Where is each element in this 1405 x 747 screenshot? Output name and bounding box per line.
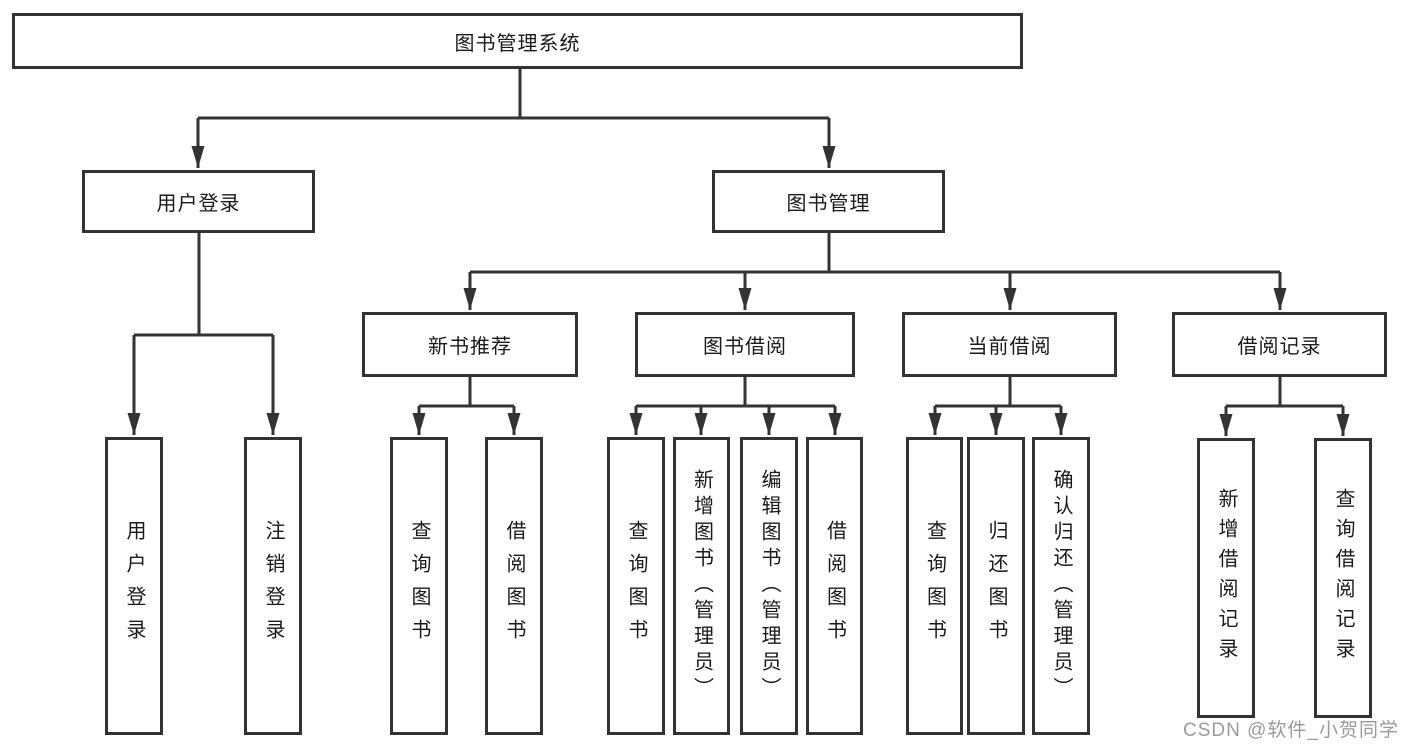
leaf-query-books-current: 查询图书 [906, 437, 963, 735]
leaf-add-book-admin: 新增图书（管理员） [673, 437, 730, 735]
connector-root [191, 69, 836, 168]
node-borrow-records: 借阅记录 [1172, 312, 1387, 377]
leaf-add-book-admin-label: 新增图书（管理员） [690, 469, 713, 703]
node-new-book-recommend-label: 新书推荐 [428, 336, 512, 358]
node-current-borrow-label: 当前借阅 [967, 336, 1052, 358]
node-new-book-recommend: 新书推荐 [362, 312, 578, 377]
connector-new-book-recommend [412, 377, 521, 435]
connector-book-management [463, 233, 1287, 310]
leaf-borrow-books-recommend: 借阅图书 [485, 437, 543, 735]
leaf-borrow-books-recommend-label: 借阅图书 [503, 520, 525, 652]
node-root-label: 图书管理系统 [454, 32, 581, 55]
leaf-confirm-return-admin-label: 确认归还（管理员） [1050, 469, 1072, 703]
node-user-login: 用户登录 [82, 170, 315, 233]
node-borrow-records-label: 借阅记录 [1237, 336, 1322, 358]
leaf-edit-book-admin: 编辑图书（管理员） [740, 437, 798, 735]
watermark: CSDN @软件_小贺同学 [1183, 720, 1399, 741]
connector-current-borrow [928, 377, 1068, 435]
leaf-add-borrow-record: 新增借阅记录 [1197, 438, 1255, 718]
leaf-confirm-return-admin: 确认归还（管理员） [1032, 437, 1090, 735]
leaf-query-books-current-label: 查询图书 [923, 520, 946, 652]
leaf-return-book: 归还图书 [967, 437, 1025, 735]
connector-user-login [127, 233, 280, 435]
leaf-borrow-books: 借阅图书 [806, 437, 863, 735]
leaf-query-borrow-record-label: 查询借阅记录 [1332, 488, 1354, 668]
node-book-management-label: 图书管理 [786, 193, 871, 215]
node-book-management: 图书管理 [712, 170, 945, 233]
leaf-user-login: 用户登录 [105, 437, 163, 735]
node-user-login-label: 用户登录 [156, 193, 241, 215]
node-current-borrow: 当前借阅 [902, 312, 1117, 377]
node-book-borrow-label: 图书借阅 [703, 336, 787, 358]
connector-borrow-records [1219, 377, 1350, 436]
leaf-add-borrow-record-label: 新增借阅记录 [1215, 488, 1237, 668]
leaf-query-books-recommend: 查询图书 [390, 437, 448, 735]
node-root: 图书管理系统 [12, 13, 1023, 69]
leaf-return-book-label: 归还图书 [985, 520, 1007, 652]
connector-book-borrow [629, 377, 842, 435]
node-book-borrow: 图书借阅 [635, 312, 855, 377]
leaf-logout: 注销登录 [244, 437, 302, 735]
leaf-borrow-books-label: 借阅图书 [823, 520, 846, 652]
leaf-edit-book-admin-label: 编辑图书（管理员） [758, 469, 780, 703]
leaf-logout-label: 注销登录 [262, 520, 284, 652]
leaf-query-borrow-record: 查询借阅记录 [1314, 438, 1372, 718]
leaf-user-login-label: 用户登录 [123, 520, 145, 652]
leaf-query-books-recommend-label: 查询图书 [408, 520, 430, 652]
leaf-query-books-borrow-label: 查询图书 [625, 520, 647, 652]
leaf-query-books-borrow: 查询图书 [607, 437, 665, 735]
